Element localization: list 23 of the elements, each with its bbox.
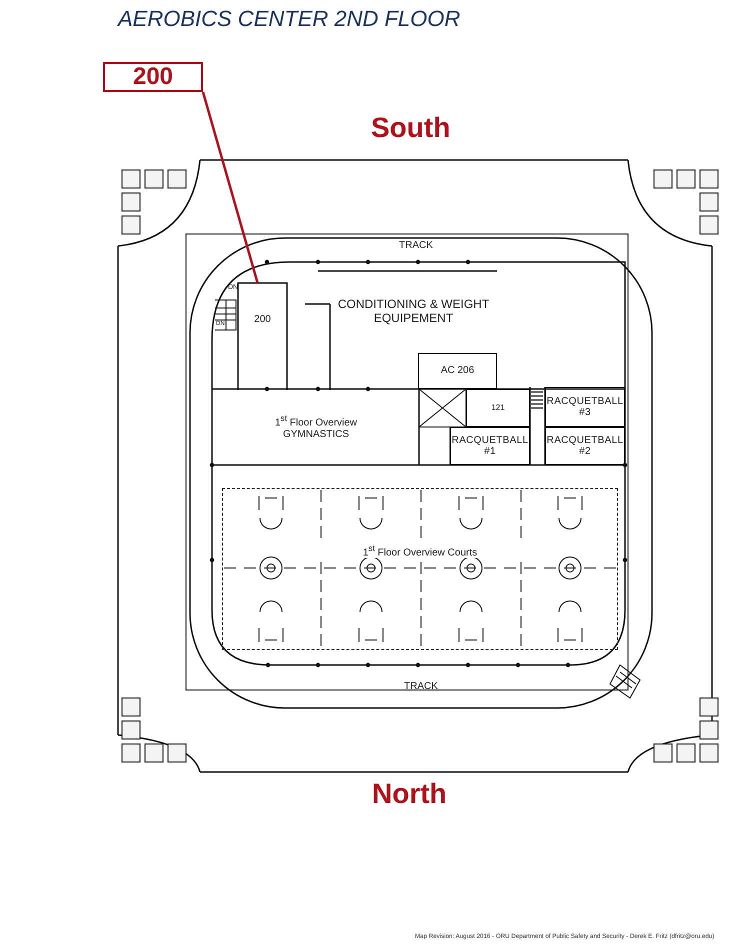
track-label: TRACK — [399, 240, 433, 251]
room-label: RACQUETBALL #2 — [546, 434, 624, 458]
room — [466, 389, 530, 427]
room-label: AC 206 — [440, 365, 474, 377]
room-label: 1$^{st}$ Floor Overview Courts — [362, 544, 478, 558]
track-label: TRACK — [404, 681, 438, 692]
callout-tag — [103, 62, 203, 92]
room-label: 121 — [491, 403, 505, 413]
direction-label: North — [372, 778, 447, 810]
map-title: AEROBICS CENTER 2ND FLOOR — [118, 6, 460, 32]
court-area — [222, 488, 618, 650]
room-label: 1$^{st}$ Floor Overview GYMNASTICS — [274, 414, 358, 440]
room — [418, 353, 497, 389]
room-label: RACQUETBALL #1 — [451, 434, 529, 458]
room-label: 200 — [254, 314, 271, 326]
leader-line — [202, 92, 259, 284]
direction-label: South — [371, 112, 450, 144]
callout-number: 200 — [132, 63, 174, 91]
room-label: CONDITIONING & WEIGHT EQUIPEMENT — [336, 298, 490, 326]
room — [450, 427, 530, 465]
room — [545, 427, 625, 465]
room — [545, 387, 625, 427]
room-label: RACQUETBALL #3 — [546, 396, 624, 418]
